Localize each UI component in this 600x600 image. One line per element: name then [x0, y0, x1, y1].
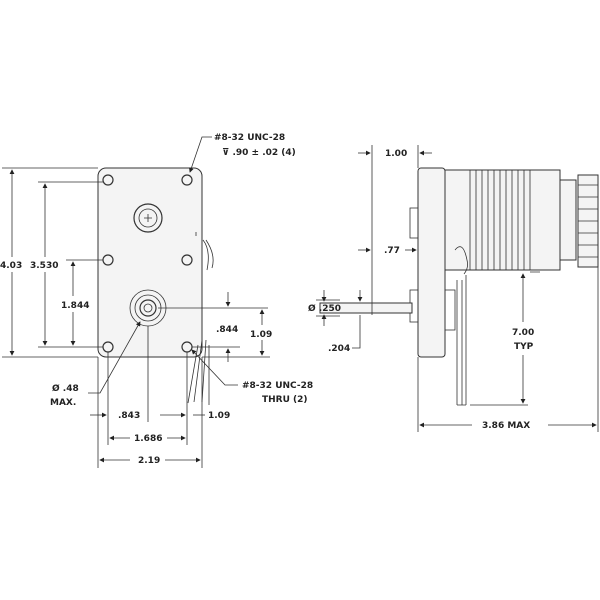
dim-hole-to-shaft-h: .843: [118, 411, 140, 421]
output-shaft-side: [319, 302, 413, 314]
gearbox-flange: [417, 167, 446, 358]
callout-shaft-dia-2: MAX.: [50, 398, 76, 408]
dim-shaft-exposed: .77: [384, 246, 400, 256]
callout-thread-bottom-1: #8-32 UNC-28: [242, 381, 313, 391]
dim-shaft-to-hole: .844: [216, 325, 238, 335]
lead-wires-front: [187, 239, 214, 405]
callout-shaft-dia-1: Ø .48: [52, 383, 79, 394]
dim-shaft-length: 1.00: [385, 149, 407, 159]
dim-overall-width: 2.19: [138, 456, 160, 466]
stator-laminations: [469, 169, 531, 271]
callout-thread-bottom-2: THRU (2): [262, 395, 308, 405]
dim-shaft-to-bottom: 1.09: [250, 330, 272, 340]
dim-shaft-dia: Ø .250: [308, 303, 341, 314]
dim-mid-hole-bottom: 1.844: [61, 301, 89, 311]
side-view: 1.00 .77 Ø .250 .204 7.00 TYP 3.86 MAX: [308, 145, 599, 432]
dim-lead-length-typ: TYP: [514, 342, 534, 352]
front-view: #8-32 UNC-28 ⊽ .90 ± .02 (4) #8-32 UNC-2…: [0, 133, 313, 468]
callout-thread-top-1: #8-32 UNC-28: [214, 133, 285, 143]
center-boss: [133, 203, 163, 233]
motor-body: [444, 169, 561, 271]
dim-lead-length: 7.00: [512, 328, 534, 338]
gearbox-plate: [97, 167, 203, 358]
callout-thread-top-2: ⊽ .90 ± .02 (4): [222, 148, 296, 158]
dim-overall-height: 4.03: [0, 261, 22, 271]
dim-flat: .204: [328, 344, 350, 354]
dim-hole-spacing-h: 1.686: [134, 434, 162, 444]
lead-wires-side: [454, 246, 468, 406]
dim-shaft-to-edge-h: 1.09: [208, 411, 230, 421]
dim-hole-spacing-v: 3.530: [30, 261, 58, 271]
dim-overall-depth: 3.86 MAX: [482, 421, 530, 431]
